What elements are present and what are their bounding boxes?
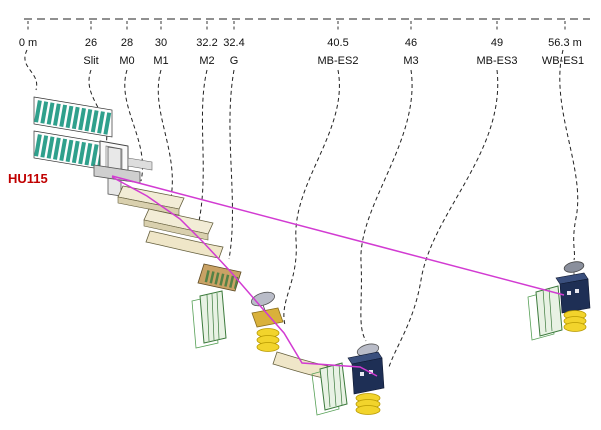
grating-grooves [204, 270, 239, 289]
distance-label-46: 46 [405, 37, 417, 49]
mb-es3-window-1 [360, 372, 364, 376]
distance-label-49: 49 [491, 37, 503, 49]
component-label-m2: M2 [199, 55, 214, 67]
bent-mirror-m2 [145, 230, 224, 259]
wb-es1-window-2 [575, 289, 579, 293]
mb-es3-coil-3 [355, 405, 381, 415]
leader-0m [24, 49, 38, 91]
leader-mb-es2 [283, 69, 340, 326]
distance-label-26: 26 [85, 37, 97, 49]
component-labels: Slit M0 M1 M2 G MB-ES2 M3 MB-ES3 WB-ES1 [83, 55, 584, 67]
leader-m3 [360, 69, 413, 342]
component-label-wb-es1: WB-ES1 [542, 55, 584, 67]
component-label-mb-es2: MB-ES2 [318, 55, 359, 67]
undulator-hu115 [33, 96, 153, 179]
distance-labels: 0 m 26 28 30 32.2 32.4 40.5 46 49 56.3 m [19, 37, 582, 49]
distance-label-0m: 0 m [19, 37, 37, 49]
beam-pipe-connector [127, 157, 153, 171]
distance-label-30: 30 [155, 37, 167, 49]
mirror-m0 [117, 185, 185, 216]
wb-es1-coil-3 [563, 322, 587, 332]
leader-curves [24, 49, 579, 368]
component-label-g: G [230, 55, 239, 67]
component-label-slit: Slit [83, 55, 98, 67]
distance-label-40-5: 40.5 [327, 37, 348, 49]
component-label-mb-es3: MB-ES3 [477, 55, 518, 67]
mb-es2-sample-stage [251, 307, 284, 328]
grating-g [197, 263, 242, 292]
white-beam-line [111, 175, 565, 296]
undulator-label: HU115 [8, 171, 48, 186]
wb-es1-panel-frame [535, 285, 563, 337]
leader-slit [88, 69, 108, 146]
distance-label-28: 28 [121, 37, 133, 49]
mirror-m1 [143, 208, 214, 241]
mb-es3-chamber [351, 357, 385, 395]
wb-es1-window-1 [567, 291, 571, 295]
leader-wb-es1 [559, 49, 579, 261]
leader-m1 [157, 69, 173, 204]
filter-panel-b-slats [326, 363, 343, 408]
filter-panel-a [191, 290, 227, 349]
monochromatic-beam-line [111, 176, 378, 377]
distance-label-56-3m: 56.3 m [548, 37, 582, 49]
leader-mb-es3 [388, 69, 499, 368]
wb-es1-chamber [559, 278, 591, 314]
refocus-bent-mirror [272, 351, 329, 379]
wb-es1-mirror-icon [563, 261, 585, 273]
mb-es2-coil-3 [256, 342, 280, 352]
component-label-m0: M0 [119, 55, 134, 67]
station-wb-es1 [527, 261, 591, 341]
mirror-m1-side [143, 219, 209, 241]
distance-label-32-2: 32.2 [196, 37, 217, 49]
distance-label-32-4: 32.4 [223, 37, 244, 49]
leader-m2 [197, 69, 208, 227]
component-label-m1: M1 [153, 55, 168, 67]
filter-panel-a-slats [206, 292, 220, 342]
component-label-m3: M3 [403, 55, 418, 67]
ruler-tick-marks [27, 21, 566, 31]
station-mb-es3 [347, 351, 385, 415]
leader-g [228, 69, 235, 260]
wb-es1-panel-slats [542, 287, 553, 333]
